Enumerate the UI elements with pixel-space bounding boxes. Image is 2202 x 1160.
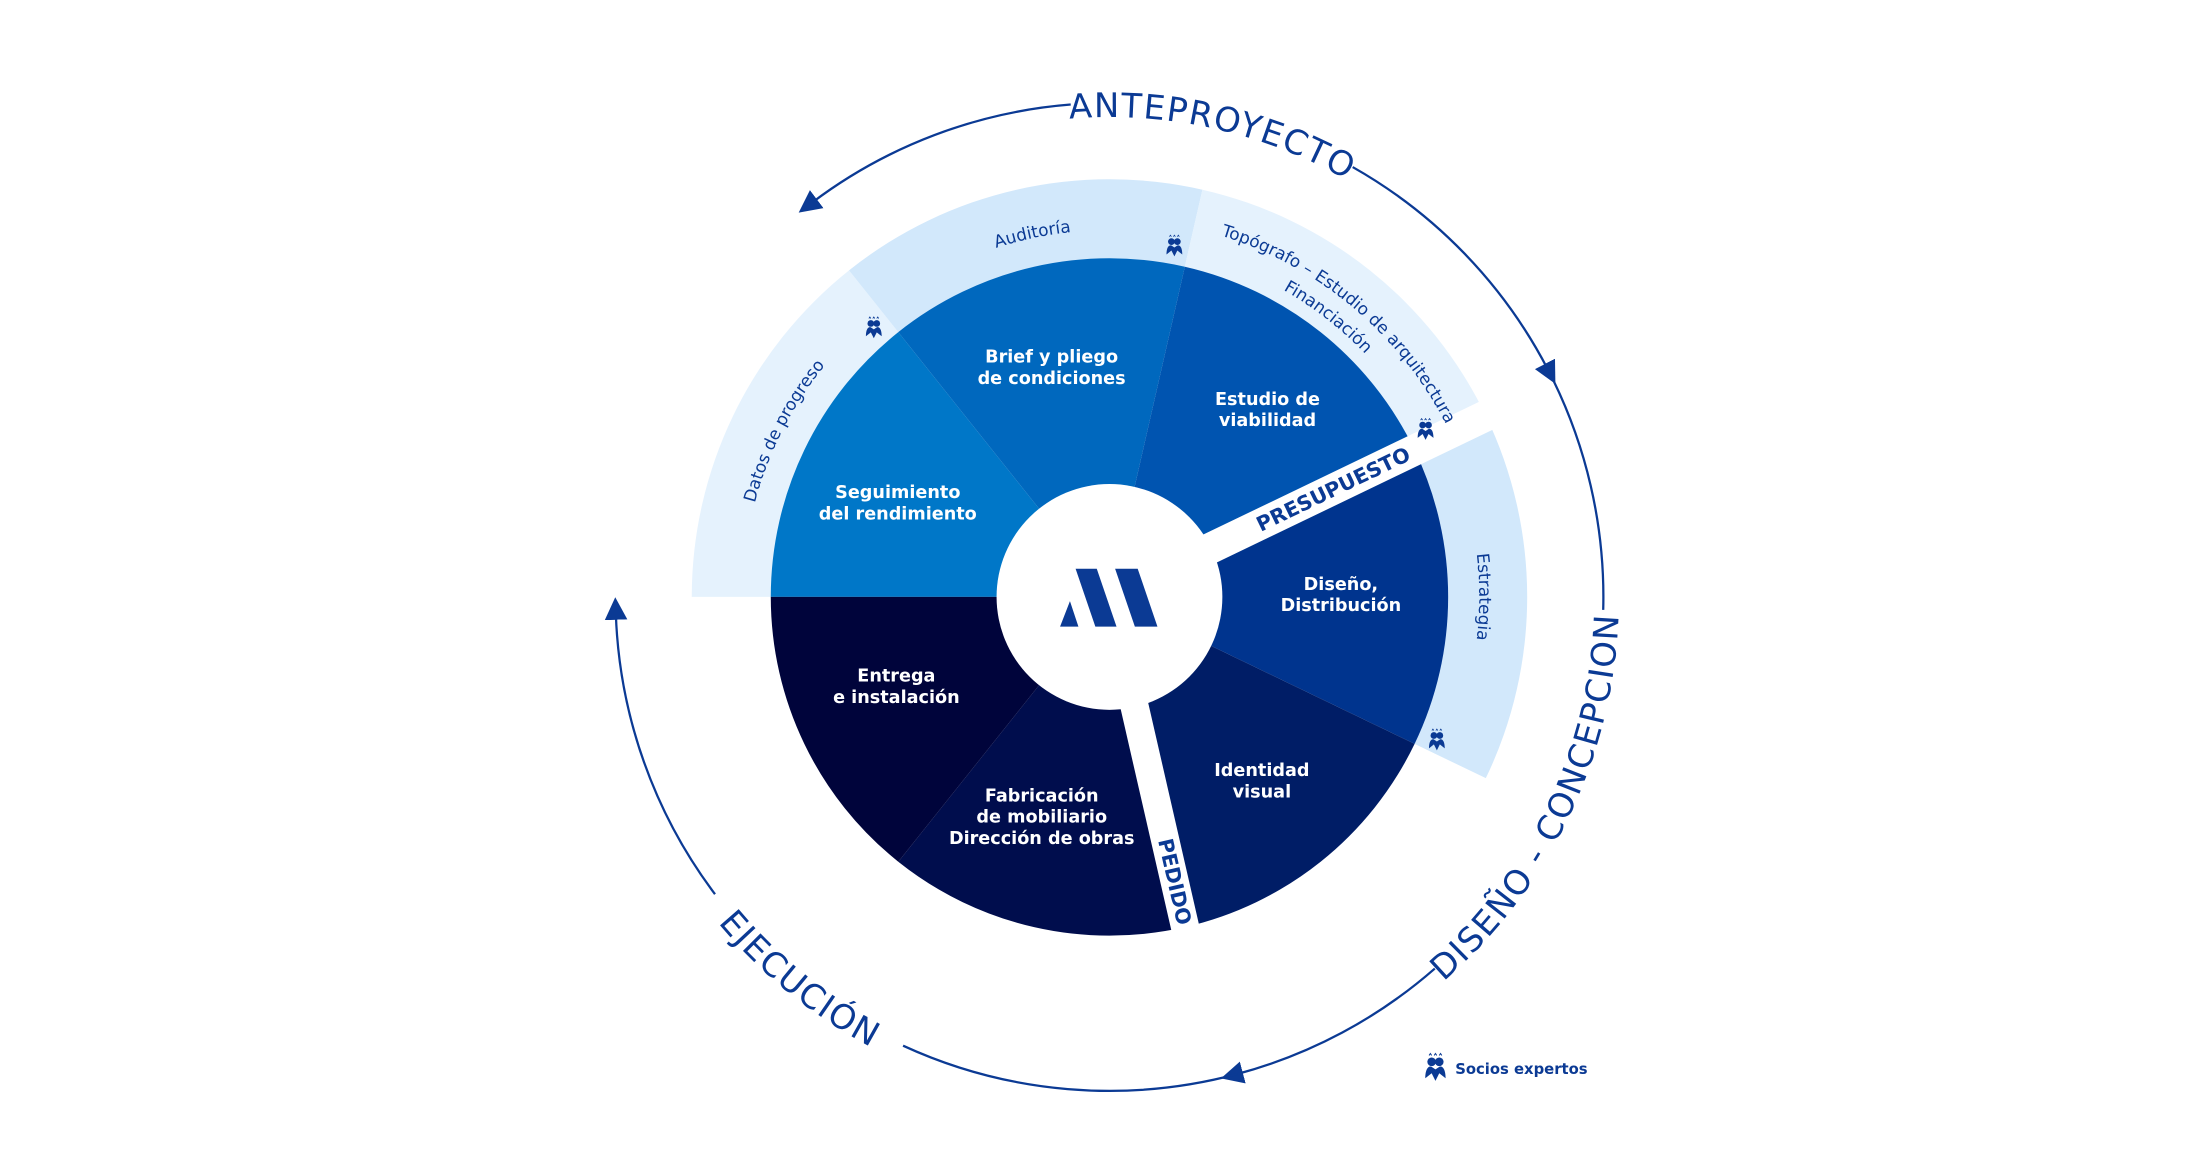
phase-label-ejecucion: EJECUCIÓN [712,903,887,1055]
band-sector-topografo [1181,189,1486,457]
band-sector-auditoria [849,179,1203,344]
legend: Socios expertos [1424,1052,1588,1082]
legend-label: Socios expertos [1455,1061,1588,1078]
cycle-arrow-arc [1352,166,1556,384]
expert-icon [1424,1052,1447,1082]
brand-logo [1060,568,1158,627]
cycle-arrow-arc [1220,967,1436,1084]
band-sector-datos [691,270,908,597]
cycle-arrow-arc [798,103,1071,213]
wheel-sector-diseno [1109,449,1449,744]
phase-label-anteproyecto: ANTEPROYECTO [1068,86,1363,187]
pedido-strip [1119,696,1201,938]
segment-label-diseno: Diseño,Distribución [1281,575,1402,616]
cycle-arc [902,1044,1238,1092]
cycle-arrow-arc [604,597,716,895]
band-label-estrategia: Estrategia [1473,552,1496,642]
cycle-arc [1546,368,1605,610]
center-circle [996,484,1223,710]
